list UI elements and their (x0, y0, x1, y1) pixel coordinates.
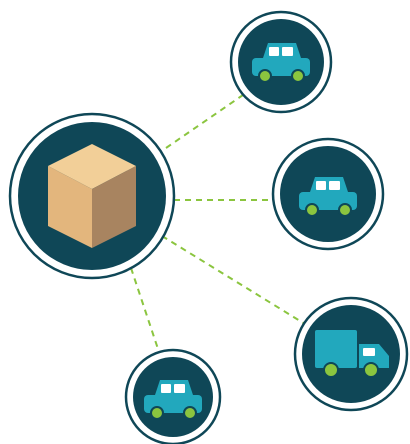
connector-hub-car-bottom (130, 267, 160, 353)
package-box-icon (48, 144, 136, 248)
connector-hub-truck (161, 235, 306, 325)
car-right-node (271, 137, 385, 251)
truck-node (293, 296, 409, 412)
connectors (130, 94, 306, 353)
car-icon (252, 43, 310, 83)
delivery-truck-icon (315, 330, 389, 378)
car-icon (299, 177, 357, 217)
hub-node (8, 112, 176, 280)
car-top-node (229, 10, 333, 114)
car-icon (144, 380, 202, 420)
connector-hub-car-top (165, 94, 244, 149)
car-bottom-node (124, 348, 222, 444)
